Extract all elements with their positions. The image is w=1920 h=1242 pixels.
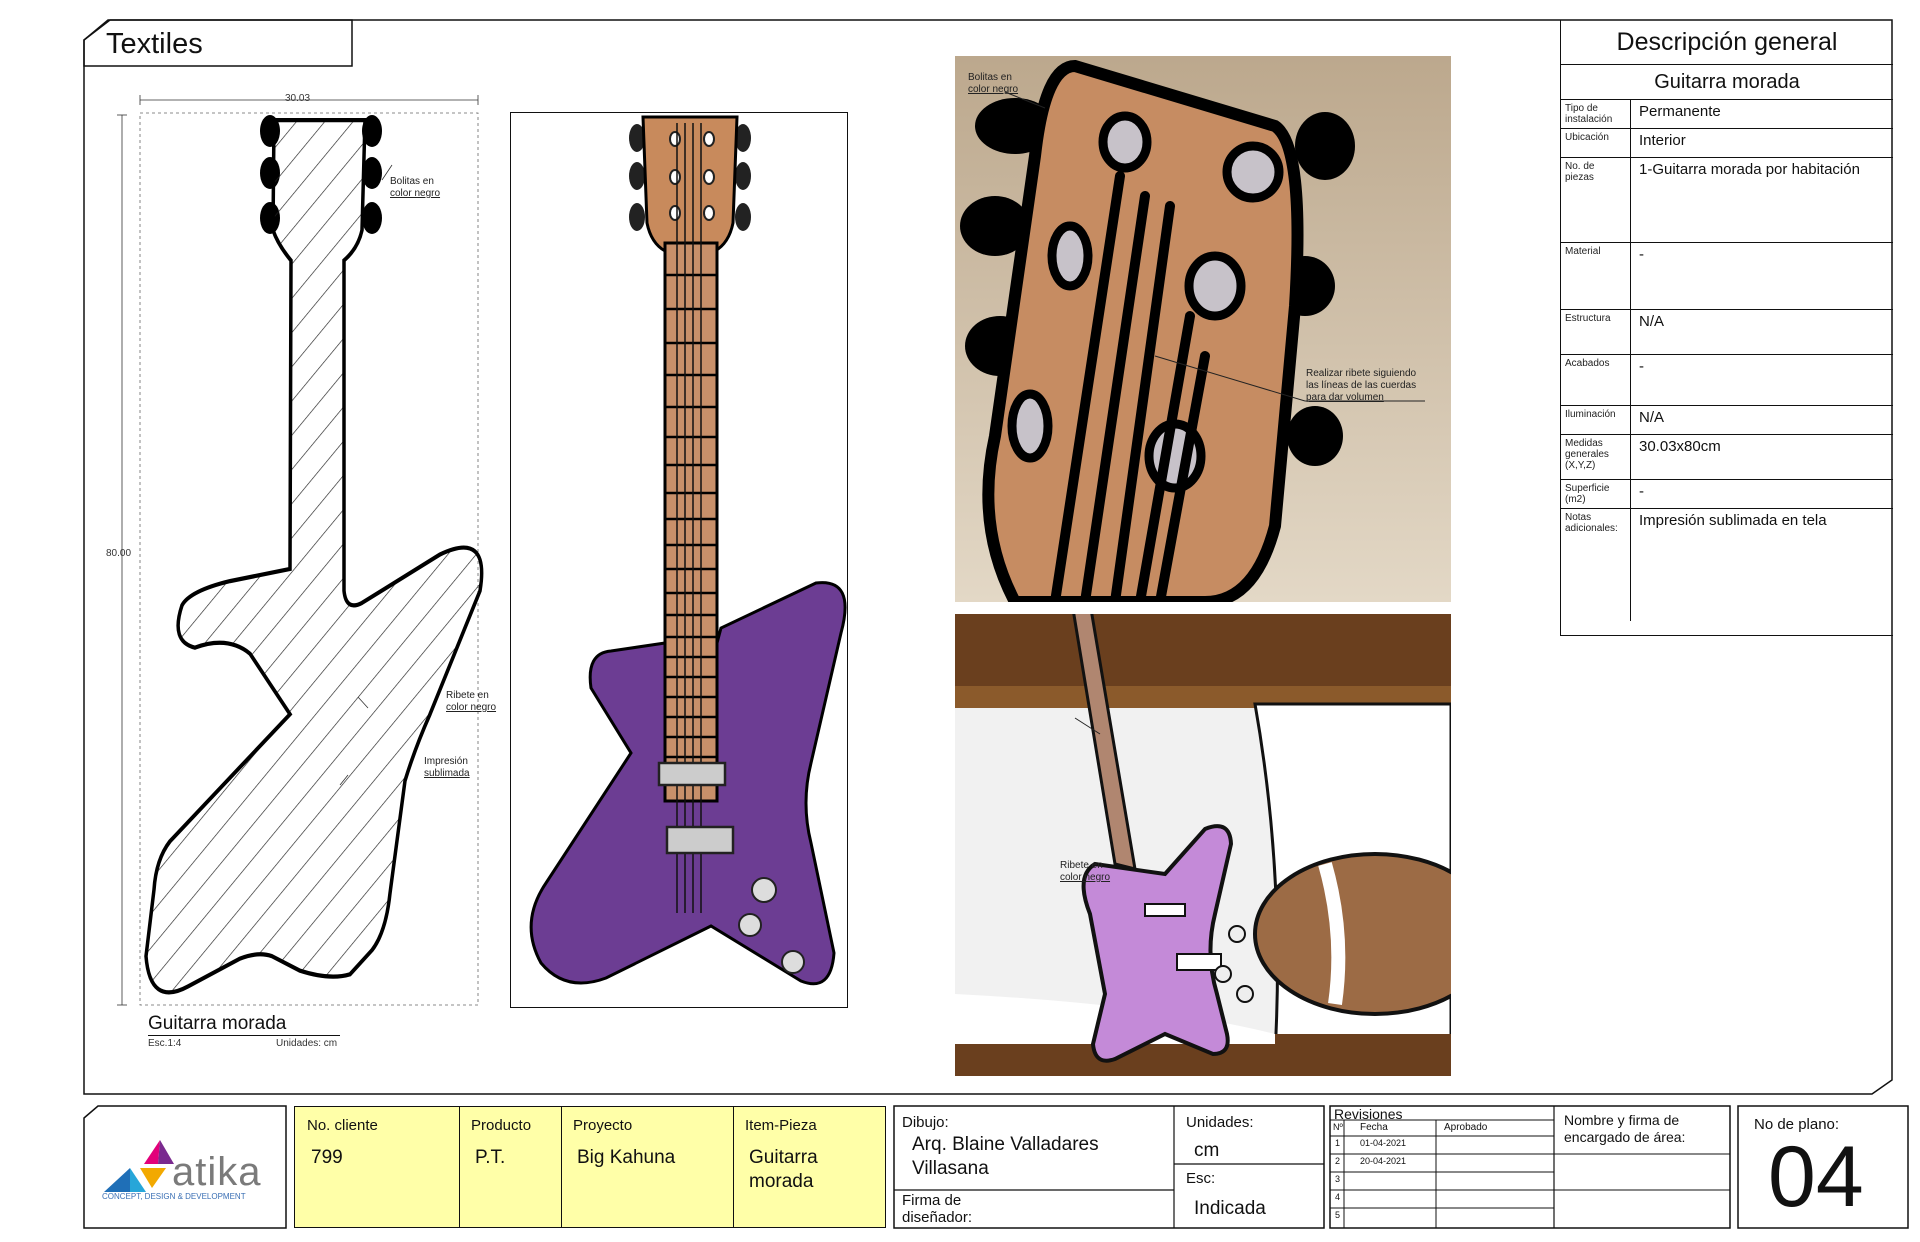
description-row-value: -: [1639, 358, 1644, 375]
description-row-label: Iluminación: [1561, 406, 1631, 434]
logo-tagline: CONCEPT, DESIGN & DEVELOPMENT: [102, 1192, 246, 1201]
product-value: P.T.: [475, 1147, 506, 1168]
item-value-2: morada: [749, 1171, 814, 1192]
revisions-label: Revisiones: [1334, 1106, 1403, 1122]
item-value-1: Guitarra: [749, 1147, 818, 1168]
revision-number: 5: [1335, 1210, 1341, 1220]
description-row-label: Acabados: [1561, 355, 1631, 405]
item-label: Item-Pieza: [745, 1117, 817, 1134]
client-info-box: No. cliente 799 Producto P.T. Proyecto B…: [294, 1106, 886, 1228]
description-row-label: Notas adicionales:: [1561, 509, 1631, 621]
description-name: Guitarra morada: [1561, 65, 1893, 100]
description-row: Material-: [1561, 243, 1893, 310]
dimension-width: 30.03: [285, 93, 311, 104]
description-table: Descripción general Guitarra morada Tipo…: [1560, 20, 1893, 636]
section-title: Textiles: [106, 28, 203, 60]
description-row-value: Impresión sublimada en tela: [1639, 512, 1827, 529]
colored-guitar-drawing: [529, 115, 847, 986]
description-row-label: Medidas generales (X,Y,Z): [1561, 435, 1631, 479]
description-row-value: N/A: [1639, 409, 1665, 426]
scale-label: Esc:: [1186, 1170, 1216, 1187]
description-row-label: Estructura: [1561, 310, 1631, 354]
render-headstock: [955, 56, 1451, 602]
description-row: Notas adicionales: Impresión sublimada en…: [1561, 509, 1893, 621]
description-row: Iluminación N/A: [1561, 406, 1893, 435]
revision-date: 20-04-2021: [1360, 1156, 1407, 1166]
logo-text: atika: [172, 1150, 262, 1194]
description-row-label: Ubicación: [1561, 129, 1631, 157]
product-label: Producto: [471, 1117, 532, 1134]
revision-number: 2: [1335, 1156, 1341, 1166]
rev-header-date: Fecha: [1360, 1122, 1388, 1133]
client-value: 799: [311, 1147, 343, 1168]
description-row-value: Interior: [1639, 132, 1686, 149]
description-row: Superficie (m2)-: [1561, 480, 1893, 509]
units-value: cm: [1194, 1140, 1220, 1161]
colored-drawing-frame: [510, 112, 848, 1008]
revision-date: 01-04-2021: [1360, 1138, 1407, 1148]
units-label: Unidades:: [1186, 1114, 1254, 1131]
scale-value: Indicada: [1194, 1198, 1266, 1219]
drawing-units: Unidades: cm: [276, 1038, 338, 1049]
plan-number: 04: [1768, 1129, 1864, 1225]
client-label: No. cliente: [307, 1117, 378, 1134]
description-row-value: N/A: [1639, 313, 1665, 330]
description-row-value: 30.03x80cm: [1639, 438, 1721, 455]
description-row-label: Material: [1561, 243, 1631, 309]
drawing-caption: Guitarra morada: [148, 1013, 340, 1036]
description-row-label: No. de piezas: [1561, 158, 1631, 242]
description-row-value: 1-Guitarra morada por habitación: [1639, 161, 1860, 178]
dimension-height: 80.00: [106, 548, 132, 559]
drawing-label: Dibujo:: [902, 1114, 949, 1131]
revision-number: 4: [1335, 1192, 1341, 1202]
description-row: Estructura N/A: [1561, 310, 1893, 355]
description-row-label: Superficie (m2): [1561, 480, 1631, 508]
project-label: Proyecto: [573, 1117, 633, 1134]
technical-drawing: [117, 95, 484, 1006]
description-row: Acabados-: [1561, 355, 1893, 406]
description-header: Descripción general: [1561, 20, 1893, 65]
rev-header-approved: Aprobado: [1444, 1122, 1488, 1133]
atika-logo: [104, 1140, 174, 1192]
drawing-scale: Esc.1:4: [148, 1038, 182, 1049]
description-row: Tipo de instalación Permanente: [1561, 100, 1893, 129]
rev-header-n: Nº: [1333, 1122, 1343, 1132]
revision-number: 3: [1335, 1174, 1341, 1184]
description-row: No. de piezas 1-Guitarra morada por habit…: [1561, 158, 1893, 243]
description-row-value: -: [1639, 246, 1644, 263]
description-row-value: Permanente: [1639, 103, 1721, 120]
project-value: Big Kahuna: [577, 1147, 676, 1168]
drawing-value-1: Arq. Blaine Valladares: [912, 1134, 1099, 1155]
revision-number: 1: [1335, 1138, 1341, 1148]
description-row: Medidas generales (X,Y,Z) 30.03x80cm: [1561, 435, 1893, 480]
description-row-value: -: [1639, 483, 1644, 500]
plan-label: No de plano:: [1754, 1116, 1840, 1133]
drawing-value-2: Villasana: [912, 1158, 989, 1179]
description-row-label: Tipo de instalación: [1561, 100, 1631, 128]
description-row: Ubicación Interior: [1561, 129, 1893, 158]
render-room: [955, 614, 1451, 1076]
